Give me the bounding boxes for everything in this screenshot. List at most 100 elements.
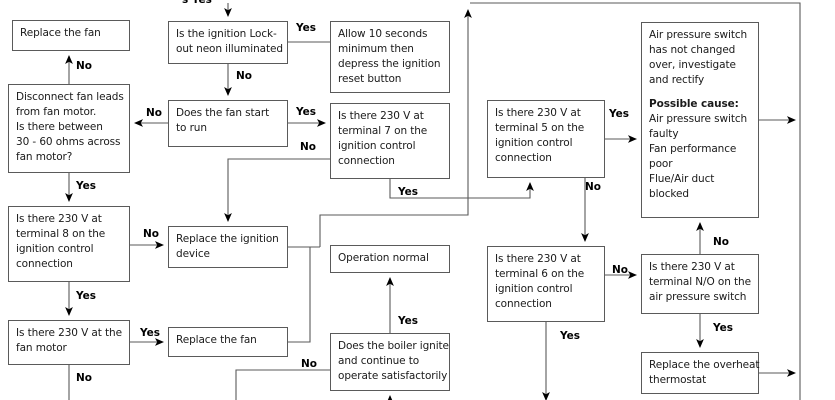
node-text-line: Allow 10 seconds — [338, 28, 428, 40]
is-ignition-lockout-neon-illuminated: Is the ignition Lock-out neon illuminate… — [168, 21, 288, 64]
node-text-line: faulty — [649, 128, 679, 140]
label-no-fanmotor-down: No — [76, 372, 93, 384]
node-text-line: device — [176, 248, 210, 260]
label-yes-terminal8-to-fanmotor: Yes — [76, 290, 97, 302]
is-there-230v-terminal-5: Is there 230 V at terminal 5 on the igniti… — [487, 100, 605, 178]
is-there-230v-terminal-7: Is there 230 V at terminal 7 on the igniti… — [330, 103, 450, 179]
disconnect-fan-leads-check: Disconnect fan leads from fan motor. Is th… — [8, 84, 130, 173]
wire-terminal7-yes-to-terminal5 — [389, 179, 534, 199]
label-no-terminal6-to-no-aps: No — [612, 264, 629, 276]
node-text-line: Disconnect fan leads — [16, 91, 124, 103]
label-yes-lockout-to-allow10: Yes — [296, 22, 317, 34]
label-no-terminal7: No — [300, 141, 317, 153]
node-text-line: terminal 5 on the — [495, 122, 585, 134]
node-text-line: to run — [176, 122, 207, 134]
replace-the-ignition-device: Replace the ignition device — [168, 226, 288, 268]
label-no-terminal5: No — [585, 181, 602, 193]
node-text-line: Replace the fan — [20, 27, 101, 39]
node-text-line: Replace the ignition — [176, 233, 279, 245]
node-text-line: thermostat — [649, 374, 707, 386]
node-text-line: ignition control — [495, 137, 573, 149]
operation-normal: Operation normal — [330, 245, 450, 273]
label-yes-terminal7-down: Yes — [398, 186, 419, 198]
label-no-boiler-ignite: No — [301, 358, 318, 370]
node-text-line: and rectify — [649, 74, 705, 86]
label-no-fan-ohms-to-replace-fan: No — [76, 60, 93, 72]
node-text-line — [649, 88, 752, 97]
node-text-line: air pressure switch — [649, 291, 747, 303]
node-text-line: terminal N/O on the — [649, 276, 751, 288]
label-yes-terminal6-down: Yes — [560, 330, 581, 342]
node-text-line: connection — [16, 258, 73, 270]
node-text-line: fan motor — [16, 342, 67, 354]
is-there-230v-terminal-8: Is there 230 V at terminal 8 on the igniti… — [8, 206, 130, 282]
node-text-line: poor — [649, 158, 673, 170]
node-text-line: Fan performance — [649, 143, 737, 155]
node-text-line: Is there 230 V at — [495, 107, 581, 119]
wire-ignitiondevice-up-to-top — [319, 9, 472, 247]
wire-terminal7-no-to-ignitiondevice — [224, 158, 330, 222]
node-text-line: Is there 230 V at — [495, 253, 581, 265]
clipped-top-label: s Yes — [182, 0, 212, 6]
label-no-fanstart-to-disconnect: No — [146, 107, 163, 119]
node-text-line: Air pressure switch — [649, 29, 748, 41]
node-text-line: operate satisfactorily — [338, 370, 448, 382]
replace-the-fan-top: Replace the fan — [12, 20, 130, 51]
label-yes-fan-ohms-to-terminal8: Yes — [76, 180, 97, 192]
label-yes-aps-to-overheat: Yes — [713, 322, 734, 334]
node-text-line: Is there between — [16, 121, 103, 133]
wire-boilerignite-no-left-down — [235, 369, 330, 400]
node-text-line: terminal 6 on the — [495, 268, 585, 280]
allow-10-seconds-reset-button: Allow 10 seconds minimum then depress the … — [330, 21, 450, 93]
node-text-line: Replace the fan — [176, 334, 257, 346]
node-text-line: Flue/Air duct — [649, 173, 715, 185]
node-text-line: reset button — [338, 73, 402, 85]
node-text-line: from fan motor. — [16, 106, 97, 118]
node-text-line: Possible cause: — [649, 98, 739, 110]
wire-right-bus-return — [470, 2, 801, 400]
node-text-line: connection — [495, 152, 552, 164]
node-text-line: blocked — [649, 188, 689, 200]
replace-the-fan-lower: Replace the fan — [168, 327, 288, 357]
node-text-line: Operation normal — [338, 252, 429, 264]
node-text-line: terminal 8 on the — [16, 228, 106, 240]
node-text-line: Is the ignition Lock- — [176, 28, 277, 40]
node-text-line: terminal 7 on the — [338, 125, 428, 137]
node-text-line: Is there 230 V at — [649, 261, 735, 273]
label-no-lockout-to-fanstart: No — [236, 70, 253, 82]
label-yes-boiler-ignite: Yes — [398, 315, 419, 327]
node-text-line: 30 - 60 ohms across — [16, 136, 121, 148]
air-pressure-switch-not-changed-over: Air pressure switch has not changed over, … — [641, 22, 759, 218]
label-yes-terminal5-to-aps: Yes — [609, 108, 630, 120]
node-text-line: Air pressure switch — [649, 113, 748, 125]
node-text-line: depress the ignition — [338, 58, 441, 70]
node-text-line: Is there 230 V at the — [16, 327, 122, 339]
node-text-line: Does the boiler ignite — [338, 340, 449, 352]
node-text-line: Is there 230 V at — [338, 110, 424, 122]
node-text-line: out neon illuminated — [176, 43, 283, 55]
node-text-line: minimum then — [338, 43, 414, 55]
label-no-terminal8-to-ignition-device: No — [143, 228, 160, 240]
node-text-line: Does the fan start — [176, 107, 270, 119]
label-no-aps-up: No — [713, 236, 730, 248]
node-text-line: connection — [495, 298, 552, 310]
is-there-230v-terminal-no-air-pressure-switch: Is there 230 V at terminal N/O on the air … — [641, 254, 759, 314]
node-text-line: over, investigate — [649, 59, 736, 71]
is-there-230v-at-fan-motor: Is there 230 V at the fan motor — [8, 320, 130, 365]
node-text-line: has not changed — [649, 44, 736, 56]
node-text-line: ignition control — [16, 243, 94, 255]
label-yes-fanmotor-to-replace-fan: Yes — [140, 327, 161, 339]
node-text-line: and continue to — [338, 355, 420, 367]
wire-replacefanlower-up — [288, 305, 311, 343]
node-text-line: Is there 230 V at — [16, 213, 102, 225]
node-text-line: connection — [338, 155, 395, 167]
label-yes-fanstart-to-terminal7: Yes — [296, 106, 317, 118]
does-the-boiler-ignite: Does the boiler ignite and continue to ope… — [330, 333, 450, 391]
node-text-line: ignition control — [338, 140, 416, 152]
does-the-fan-start-to-run: Does the fan start to run — [168, 100, 288, 147]
node-text-line: fan motor? — [16, 151, 73, 163]
